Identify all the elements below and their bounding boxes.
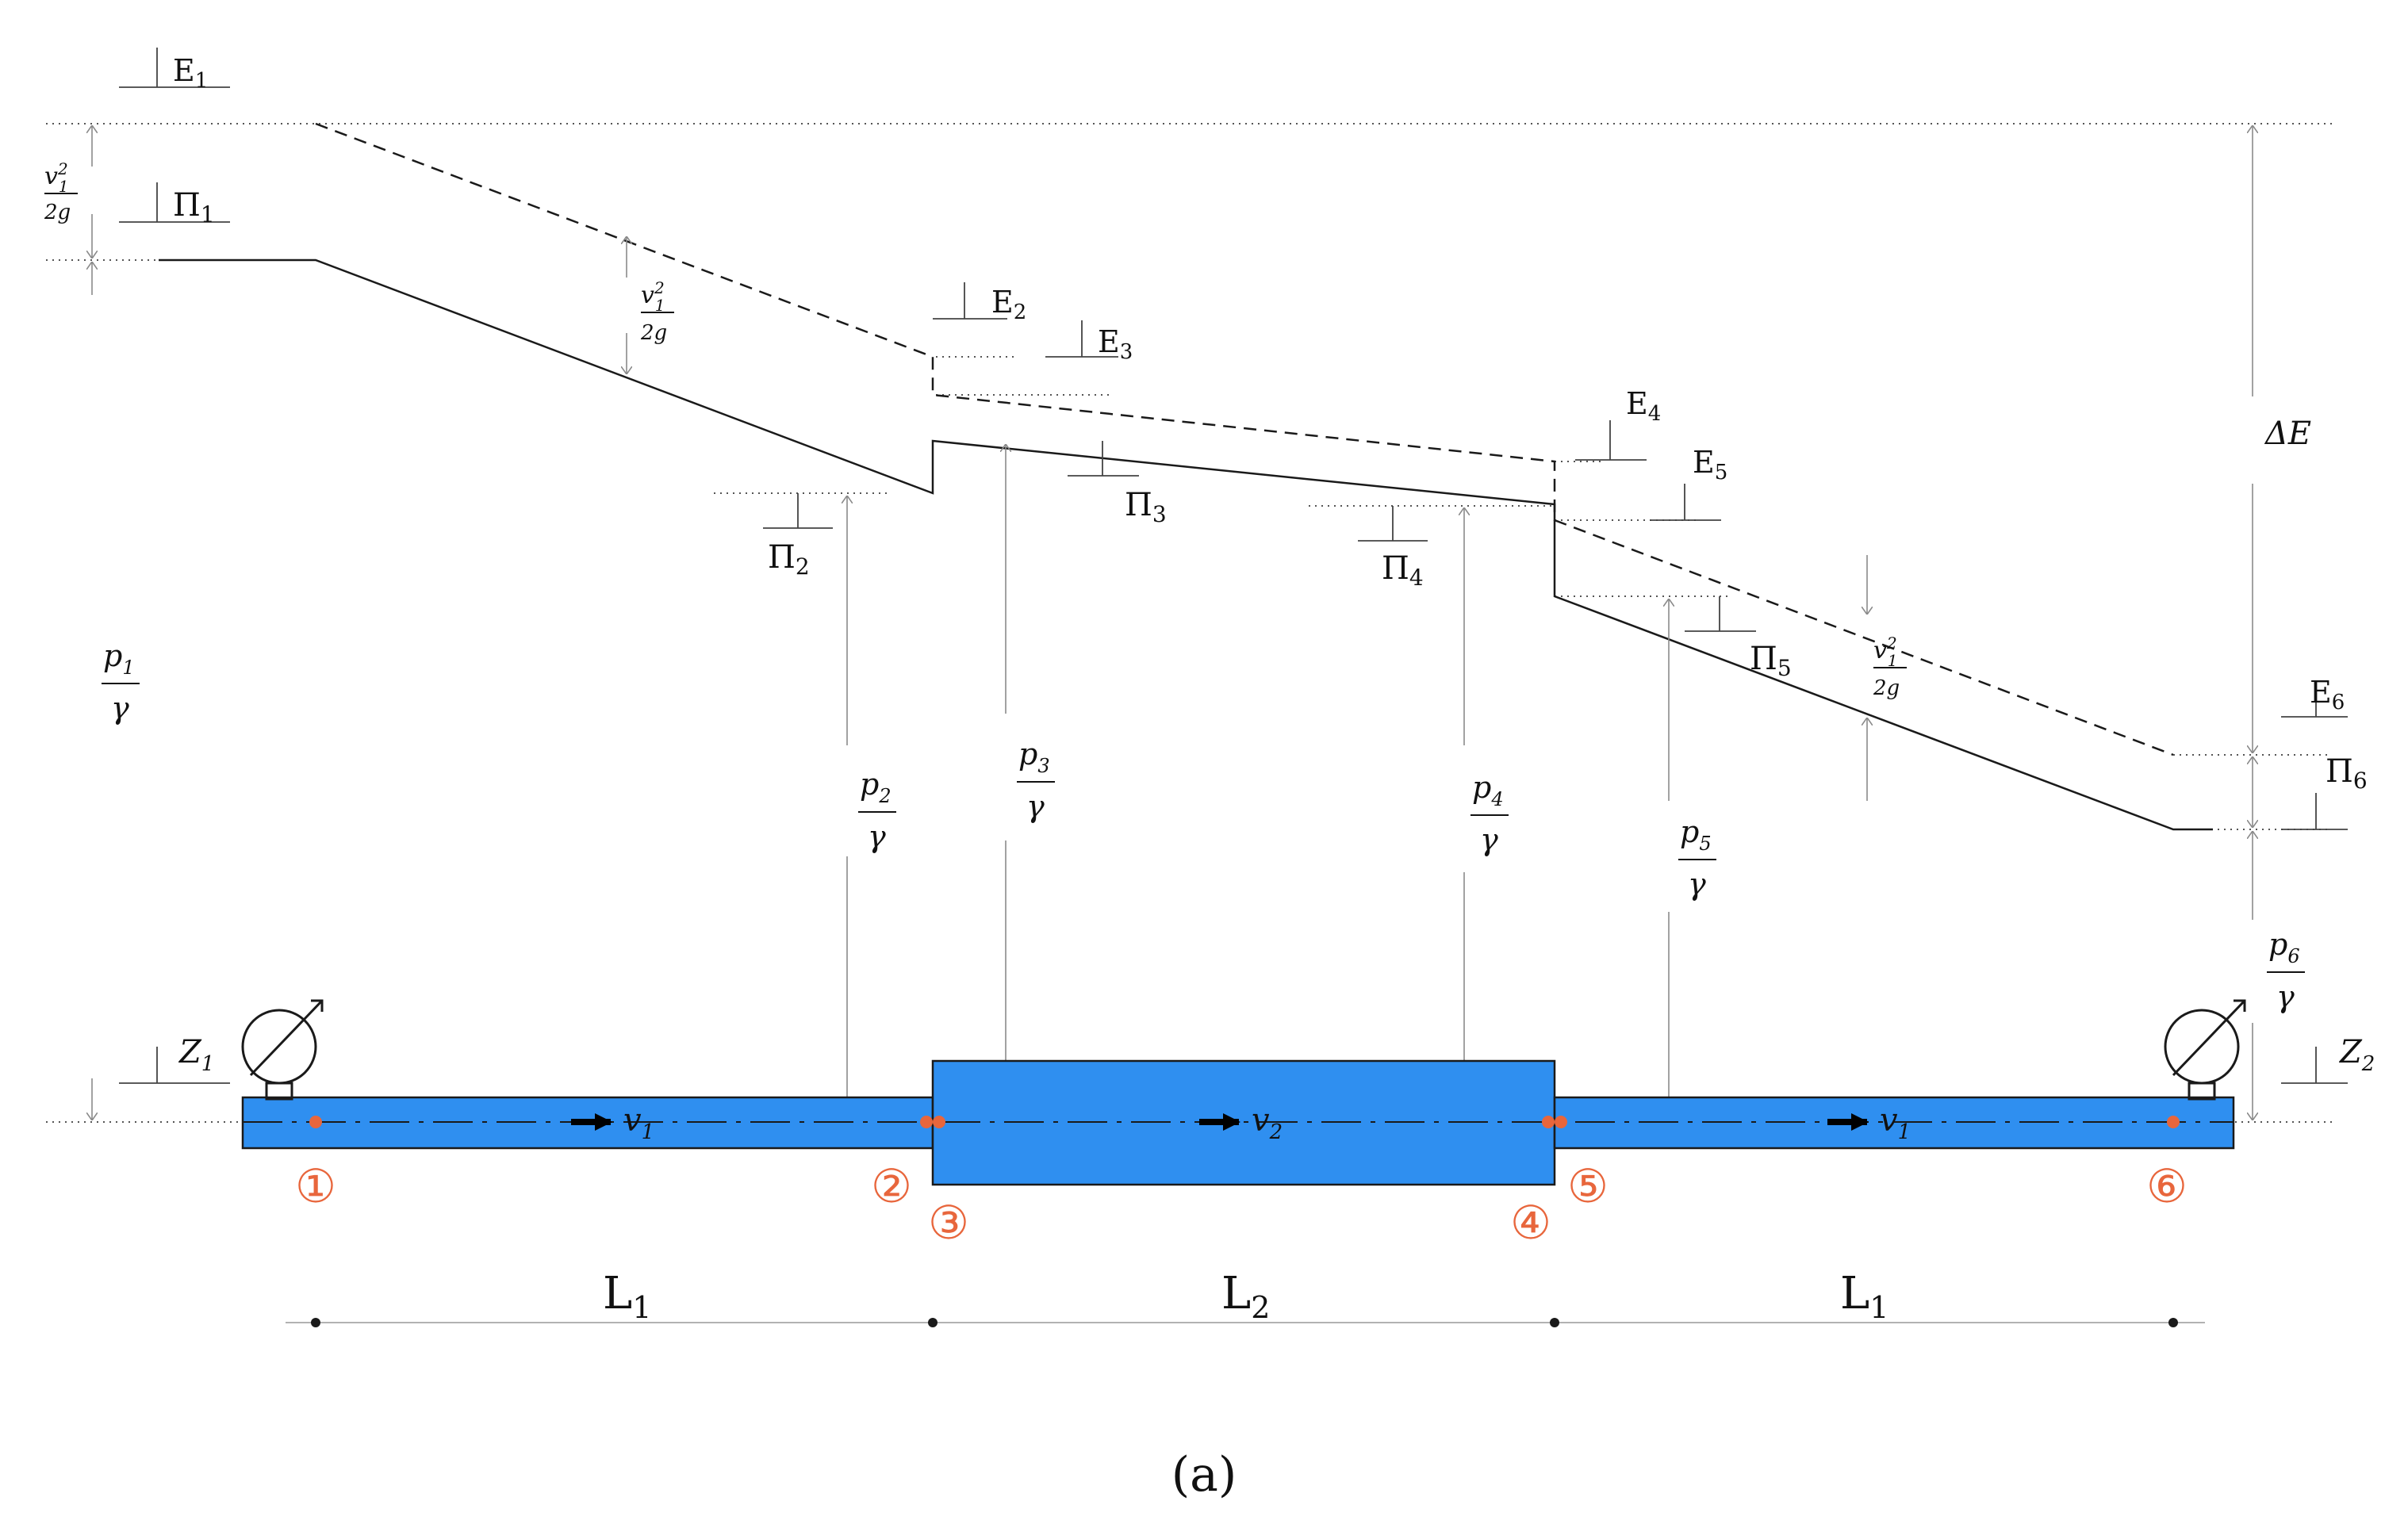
label-v1-left: v1 <box>623 1102 654 1144</box>
label-pi4: Π4 <box>1382 550 1424 591</box>
svg-text:2g: 2g <box>640 321 667 345</box>
svg-text:γ: γ <box>1026 789 1045 824</box>
svg-text:2g: 2g <box>1873 676 1900 700</box>
section-points <box>309 1116 2180 1128</box>
figure-caption: (a) <box>1171 1447 1237 1503</box>
svg-text:p5: p5 <box>1680 814 1712 855</box>
length-tick-4 <box>2168 1318 2178 1327</box>
section-label-4: ④ <box>1510 1196 1551 1250</box>
label-pi1: Π1 <box>173 187 215 228</box>
point-6 <box>2167 1116 2180 1128</box>
section-label-2: ② <box>871 1159 912 1213</box>
pressure-head-p3: p3 γ <box>1017 737 1055 824</box>
length-tick-1 <box>311 1318 320 1327</box>
e5-flag-symbol <box>1650 484 1721 521</box>
e6-flag-symbol <box>2281 680 2348 718</box>
pressure-head-p5: p5 γ <box>1678 814 1716 902</box>
label-e1: E1 <box>173 53 208 93</box>
pressure-gauge-left <box>241 999 324 1101</box>
label-pi5: Π5 <box>1750 641 1792 681</box>
label-e3: E3 <box>1098 324 1133 364</box>
head-arrows <box>92 125 2253 1120</box>
point-3 <box>933 1116 945 1128</box>
p1-flag-symbol <box>119 182 230 223</box>
label-e5: E5 <box>1693 445 1727 484</box>
point-2 <box>920 1116 933 1128</box>
level-flags <box>119 48 2348 1084</box>
section-label-5: ⑤ <box>1567 1159 1609 1213</box>
point-5 <box>1555 1116 1567 1128</box>
label-l1-right: L1 <box>1840 1268 1888 1325</box>
label-v2: v2 <box>1252 1102 1283 1144</box>
pipe <box>241 1059 2235 1186</box>
label-l1-left: L1 <box>603 1268 651 1325</box>
svg-text:γ: γ <box>2276 979 2295 1014</box>
length-tick-2 <box>928 1318 938 1327</box>
svg-text:v21: v21 <box>1873 634 1897 670</box>
z2-flag-symbol <box>2281 1047 2348 1084</box>
svg-text:γ: γ <box>868 819 886 854</box>
point-4 <box>1542 1116 1555 1128</box>
p5-flag-symbol <box>1685 596 1756 632</box>
svg-text:p1: p1 <box>103 638 135 679</box>
point-1 <box>309 1116 322 1128</box>
svg-text:v21: v21 <box>641 278 665 315</box>
pressure-head-p4: p4 γ <box>1470 770 1509 857</box>
pressure-head-p1: p1 γ <box>102 638 140 726</box>
gauge-needle-right <box>2172 999 2246 1077</box>
e1-flag-symbol <box>119 48 230 88</box>
hydraulic-grade-line <box>159 258 2213 831</box>
pressure-head-p2: p2 γ <box>858 767 896 854</box>
svg-text:γ: γ <box>111 691 129 726</box>
length-tick-3 <box>1550 1318 1559 1327</box>
energy-grade-line <box>315 122 2174 756</box>
svg-text:p6: p6 <box>2268 927 2300 967</box>
svg-text:p2: p2 <box>860 767 891 807</box>
e3-flag-symbol <box>1045 320 1118 358</box>
label-e2: E2 <box>991 285 1026 324</box>
label-v1-right: v1 <box>1880 1102 1911 1144</box>
label-pi2: Π2 <box>768 539 810 580</box>
label-z1: Z1 <box>178 1034 214 1076</box>
label-z2: Z2 <box>2338 1034 2375 1076</box>
e2-flag-symbol <box>933 282 1007 320</box>
label-l2: L2 <box>1221 1268 1270 1325</box>
pressure-gauge-right <box>2164 999 2246 1101</box>
p4-flag-symbol <box>1358 506 1428 542</box>
svg-text:v21: v21 <box>44 159 68 196</box>
svg-text:γ: γ <box>1480 822 1498 857</box>
p6-flag-symbol <box>2281 793 2348 830</box>
label-pi6: Π6 <box>2326 753 2368 794</box>
label-e4: E4 <box>1626 386 1661 426</box>
label-delta-e: ΔE <box>2264 415 2311 452</box>
p3-flag-symbol <box>1068 441 1139 477</box>
label-pi3: Π3 <box>1125 487 1167 527</box>
gauge-needle-left <box>249 999 324 1077</box>
svg-text:γ: γ <box>1688 867 1706 902</box>
svg-text:p4: p4 <box>1472 770 1504 810</box>
section-label-6: ⑥ <box>2146 1159 2188 1213</box>
reference-lines <box>46 123 2332 1123</box>
section-label-1: ① <box>295 1159 336 1213</box>
section-label-3: ③ <box>928 1196 969 1250</box>
p2-flag-symbol <box>763 493 833 529</box>
z1-flag-symbol <box>119 1047 230 1084</box>
e4-flag-symbol <box>1575 420 1647 461</box>
length-dimension <box>286 1318 2205 1327</box>
svg-text:2g: 2g <box>44 201 71 224</box>
svg-text:p3: p3 <box>1018 737 1050 777</box>
pressure-head-p6: p6 γ <box>2267 927 2305 1014</box>
label-e6: E6 <box>2310 675 2345 714</box>
